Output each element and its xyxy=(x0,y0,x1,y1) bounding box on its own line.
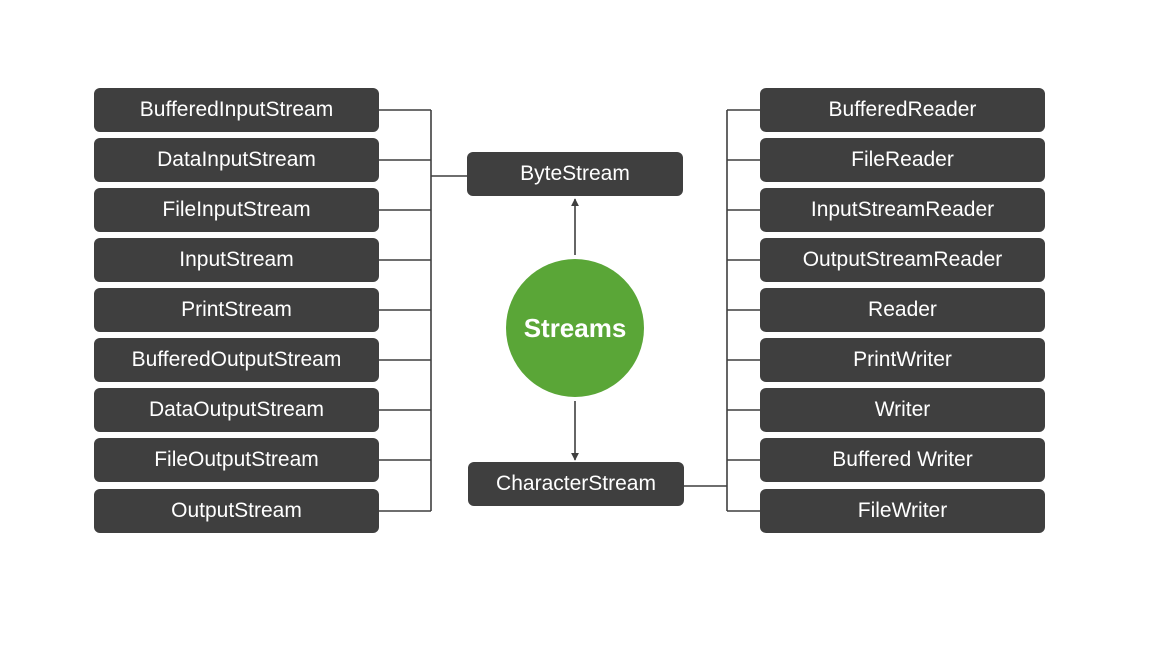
character-stream-class-box: InputStreamReader xyxy=(760,188,1045,232)
character-stream-class-label: FileWriter xyxy=(857,499,948,522)
character-stream-class-box: FileReader xyxy=(760,138,1045,182)
byte-stream-class-box: BufferedInputStream xyxy=(94,88,379,132)
character-stream-label: CharacterStream xyxy=(496,472,656,495)
character-stream-class-box: BufferedReader xyxy=(760,88,1045,132)
character-stream-class-box: Buffered Writer xyxy=(760,438,1045,482)
byte-stream-class-box: OutputStream xyxy=(94,489,379,533)
character-stream-node: CharacterStream xyxy=(468,462,684,506)
character-stream-class-label: PrintWriter xyxy=(853,348,952,371)
character-stream-class-label: InputStreamReader xyxy=(810,198,995,221)
byte-stream-class-label: DataOutputStream xyxy=(148,398,325,421)
byte-stream-class-label: PrintStream xyxy=(181,298,292,321)
byte-stream-node: ByteStream xyxy=(467,152,683,196)
character-stream-class-label: Reader xyxy=(868,298,937,321)
byte-stream-class-box: DataOutputStream xyxy=(94,388,379,432)
streams-hub-circle: Streams xyxy=(506,259,644,397)
character-stream-class-label: Writer xyxy=(874,398,931,421)
byte-stream-class-box: BufferedOutputStream xyxy=(94,338,379,382)
character-stream-class-box: Reader xyxy=(760,288,1045,332)
character-stream-class-box: Writer xyxy=(760,388,1045,432)
character-stream-class-label: BufferedReader xyxy=(828,98,977,121)
byte-stream-class-label: FileOutputStream xyxy=(154,448,319,471)
byte-stream-class-box: PrintStream xyxy=(94,288,379,332)
character-stream-class-label: FileReader xyxy=(851,148,954,171)
byte-stream-label: ByteStream xyxy=(520,162,630,185)
character-stream-class-label: Buffered Writer xyxy=(832,448,973,471)
character-stream-class-label: OutputStreamReader xyxy=(802,248,1003,271)
character-stream-class-box: PrintWriter xyxy=(760,338,1045,382)
byte-stream-class-box: InputStream xyxy=(94,238,379,282)
byte-stream-class-label: BufferedInputStream xyxy=(139,98,334,121)
byte-stream-class-box: FileInputStream xyxy=(94,188,379,232)
character-stream-class-box: OutputStreamReader xyxy=(760,238,1045,282)
byte-stream-class-label: BufferedOutputStream xyxy=(131,348,342,371)
byte-stream-class-label: InputStream xyxy=(179,248,294,271)
byte-stream-class-box: FileOutputStream xyxy=(94,438,379,482)
byte-stream-class-label: DataInputStream xyxy=(157,148,316,171)
byte-stream-class-label: FileInputStream xyxy=(162,198,311,221)
byte-stream-class-box: DataInputStream xyxy=(94,138,379,182)
character-stream-class-box: FileWriter xyxy=(760,489,1045,533)
byte-stream-class-label: OutputStream xyxy=(171,499,302,522)
hub-label: Streams xyxy=(523,312,627,343)
